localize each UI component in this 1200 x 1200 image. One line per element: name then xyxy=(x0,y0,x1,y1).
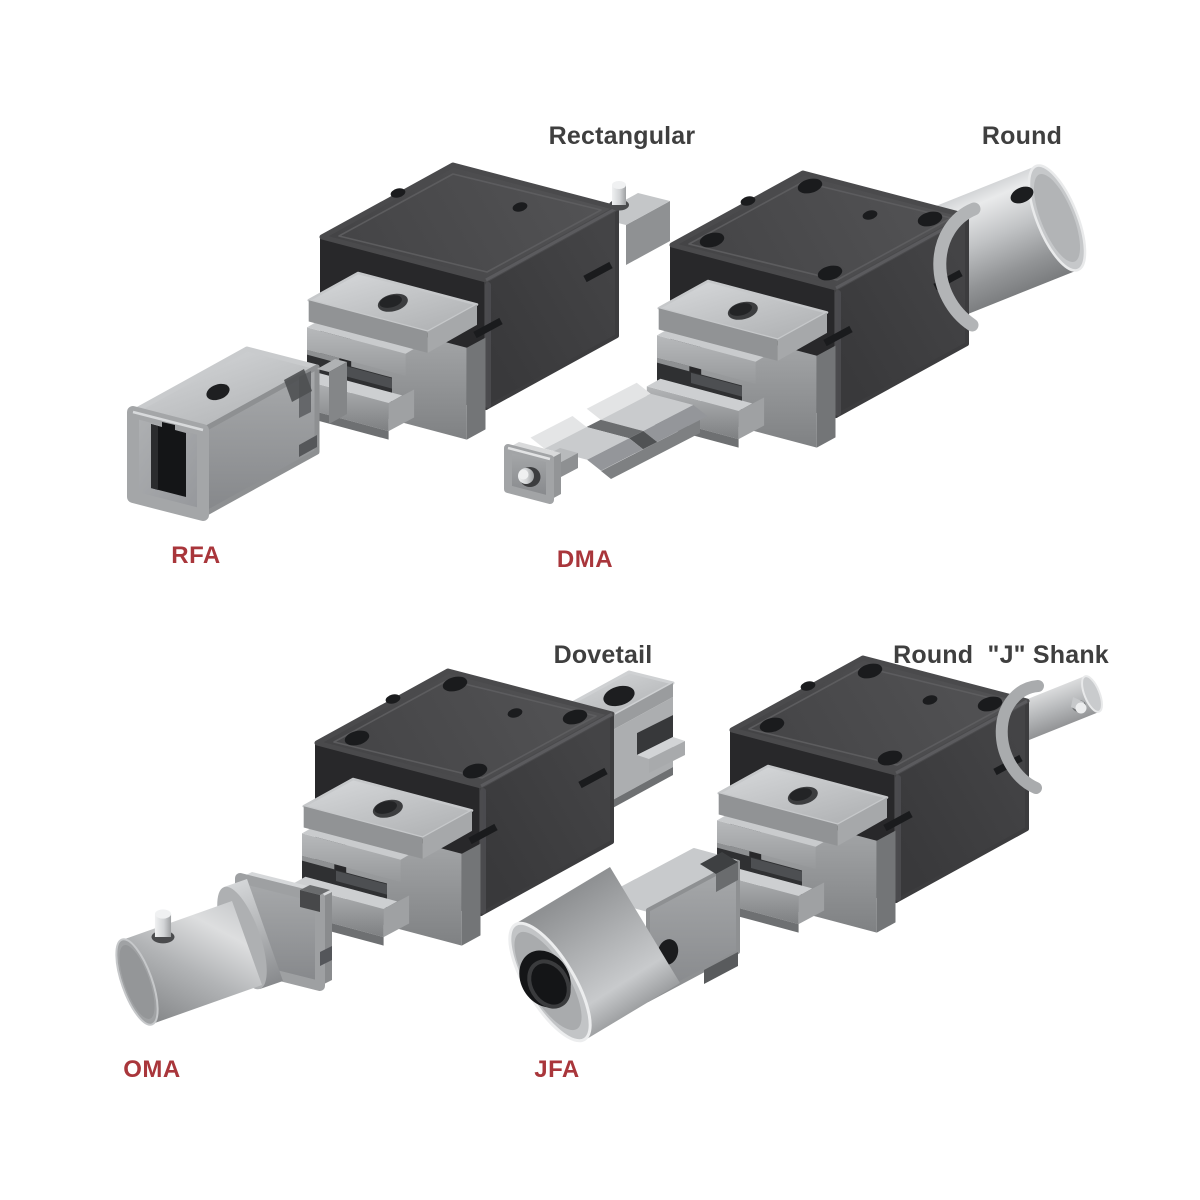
dma-plate-front-bevel xyxy=(507,446,551,461)
oma-flange-notch xyxy=(300,890,320,912)
bracket-lower-tab-front xyxy=(649,741,685,773)
shank-side-face xyxy=(626,201,670,265)
label-rectangular: Rectangular xyxy=(548,122,696,150)
dma-front-right-flank xyxy=(587,438,643,471)
dma-rear-left-flank xyxy=(586,382,651,420)
dma-front-left-flank xyxy=(530,416,587,449)
rfa-side-slot xyxy=(299,435,317,457)
bracket-notch-dark xyxy=(637,715,673,755)
code-rfa: RFA xyxy=(171,542,221,569)
dma-base-band xyxy=(601,420,700,479)
oma-flange-slot xyxy=(320,946,332,966)
bracket-bottom-shadow xyxy=(609,767,673,810)
label-round-j-shank: Round "J" Shank xyxy=(893,641,1109,669)
shank-pin xyxy=(609,181,629,211)
oma-post-end-face xyxy=(119,945,155,1019)
oma-flange-notch-top xyxy=(300,885,330,895)
dma-rear-top-face xyxy=(600,393,694,431)
label-round: Round xyxy=(981,122,1063,150)
rfa-back-step-top xyxy=(317,359,347,372)
rfa-adapter xyxy=(127,346,347,521)
dma-rear-right-flank xyxy=(643,405,708,442)
code-jfa: JFA xyxy=(534,1056,580,1083)
dovetail-shank-unit xyxy=(290,671,685,947)
round-j-shank-unit xyxy=(705,658,1103,934)
jfa-cylinder xyxy=(515,867,680,1040)
label-dovetail: Dovetail xyxy=(553,641,653,669)
jfa-block-notch xyxy=(700,852,738,874)
j-shank-cross-pin xyxy=(1071,697,1087,714)
bracket-hole xyxy=(603,685,635,707)
round-shank-end-face xyxy=(1033,174,1081,262)
rfa-socket-wall-glint xyxy=(151,424,158,490)
rfa-edge-notch xyxy=(284,369,312,402)
jfa-bore-wall-glint xyxy=(527,959,571,1009)
oma-adapter xyxy=(115,872,332,1026)
rectangular-shank-unit xyxy=(295,165,670,441)
j-shank-collar xyxy=(995,680,1044,794)
round-shank-collar xyxy=(933,202,981,332)
bracket-plate-front xyxy=(609,683,673,732)
round-shank-hole xyxy=(1010,186,1034,204)
dma-groove xyxy=(586,419,644,439)
jfa-block-notch-wall xyxy=(716,862,738,892)
rfa-back-step-side xyxy=(329,362,347,424)
dma-adapter xyxy=(504,382,708,504)
rfa-square-socket xyxy=(151,422,186,497)
jfa-adapter xyxy=(508,848,740,1043)
round-shank-unit xyxy=(645,164,1087,449)
cross-pin-cap xyxy=(1075,702,1087,714)
dma-pin-cap xyxy=(518,469,529,480)
jfa-block-bottom-step xyxy=(704,952,738,984)
dma-groove-shadow xyxy=(629,431,658,450)
code-oma: OMA xyxy=(123,1056,181,1083)
rfa-front-bevel xyxy=(132,410,204,432)
j-shank-end-cap xyxy=(1081,675,1103,713)
clamp-assembly xyxy=(295,271,487,441)
bracket-lower-tab-top xyxy=(637,737,685,759)
code-dma: DMA xyxy=(556,546,614,573)
rfa-top-hole xyxy=(206,383,230,401)
